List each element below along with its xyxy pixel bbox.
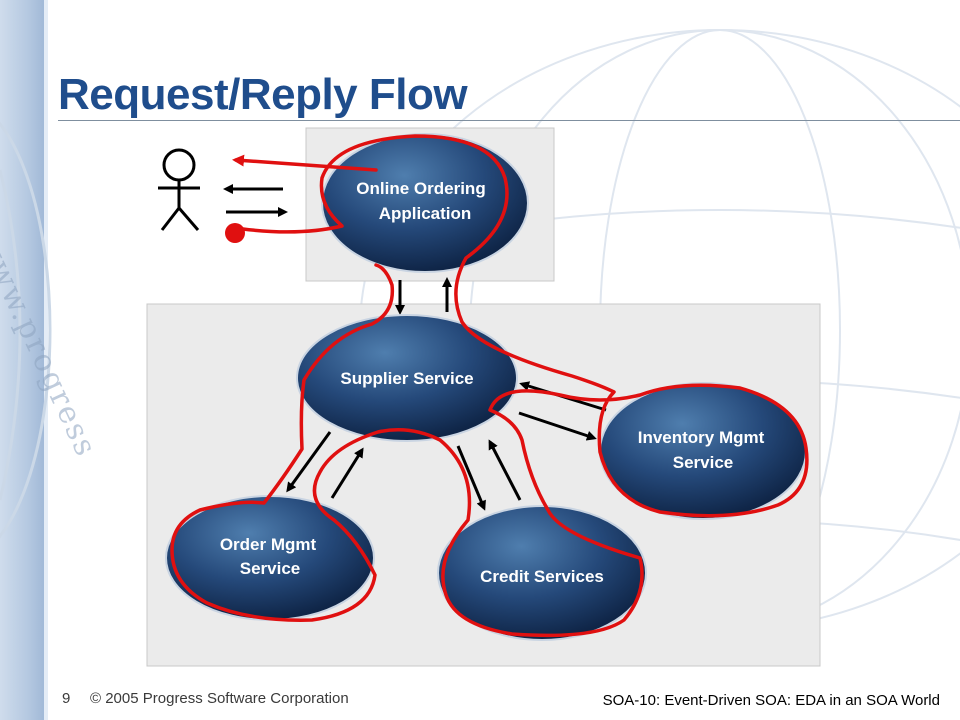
node-online-ordering-label-2: Application (379, 204, 472, 223)
user-actor-icon (158, 148, 200, 231)
session-title: SOA-10: Event-Driven SOA: EDA in an SOA … (602, 692, 940, 709)
slide-title: Request/Reply Flow (58, 70, 468, 119)
node-credit-services: Credit Services (437, 505, 647, 641)
node-inventory-label-1: Inventory Mgmt (638, 428, 765, 447)
node-supplier-service: Supplier Service (296, 314, 518, 442)
node-inventory-label-2: Service (673, 453, 734, 472)
node-order-label-2: Service (240, 559, 301, 578)
arrow-order-to-supplier (330, 447, 364, 499)
node-online-ordering: Online Ordering Application (321, 133, 529, 273)
arrow-supplier-to-order (286, 431, 332, 493)
page-number: 9 (62, 690, 71, 707)
node-order-label-1: Order Mgmt (220, 535, 317, 554)
node-online-ordering-label-1: Online Ordering (356, 179, 485, 198)
left-accent-bar (0, 0, 46, 720)
title-rule (58, 120, 960, 121)
left-accent-edge (44, 0, 48, 720)
node-supplier-label: Supplier Service (340, 369, 473, 388)
node-order-mgmt: Order Mgmt Service (165, 495, 375, 621)
arrow-supplier-to-inventory (518, 411, 597, 441)
flow-trace (170, 134, 809, 638)
copyright-text: © 2005 Progress Software Corporation (90, 690, 349, 707)
node-credit-label: Credit Services (480, 567, 604, 586)
arrow-credit-to-supplier (488, 439, 522, 501)
flow-trace-start-dot (225, 223, 245, 243)
flow-trace-arrowhead (232, 154, 378, 172)
arrow-supplier-to-credit (456, 445, 486, 511)
